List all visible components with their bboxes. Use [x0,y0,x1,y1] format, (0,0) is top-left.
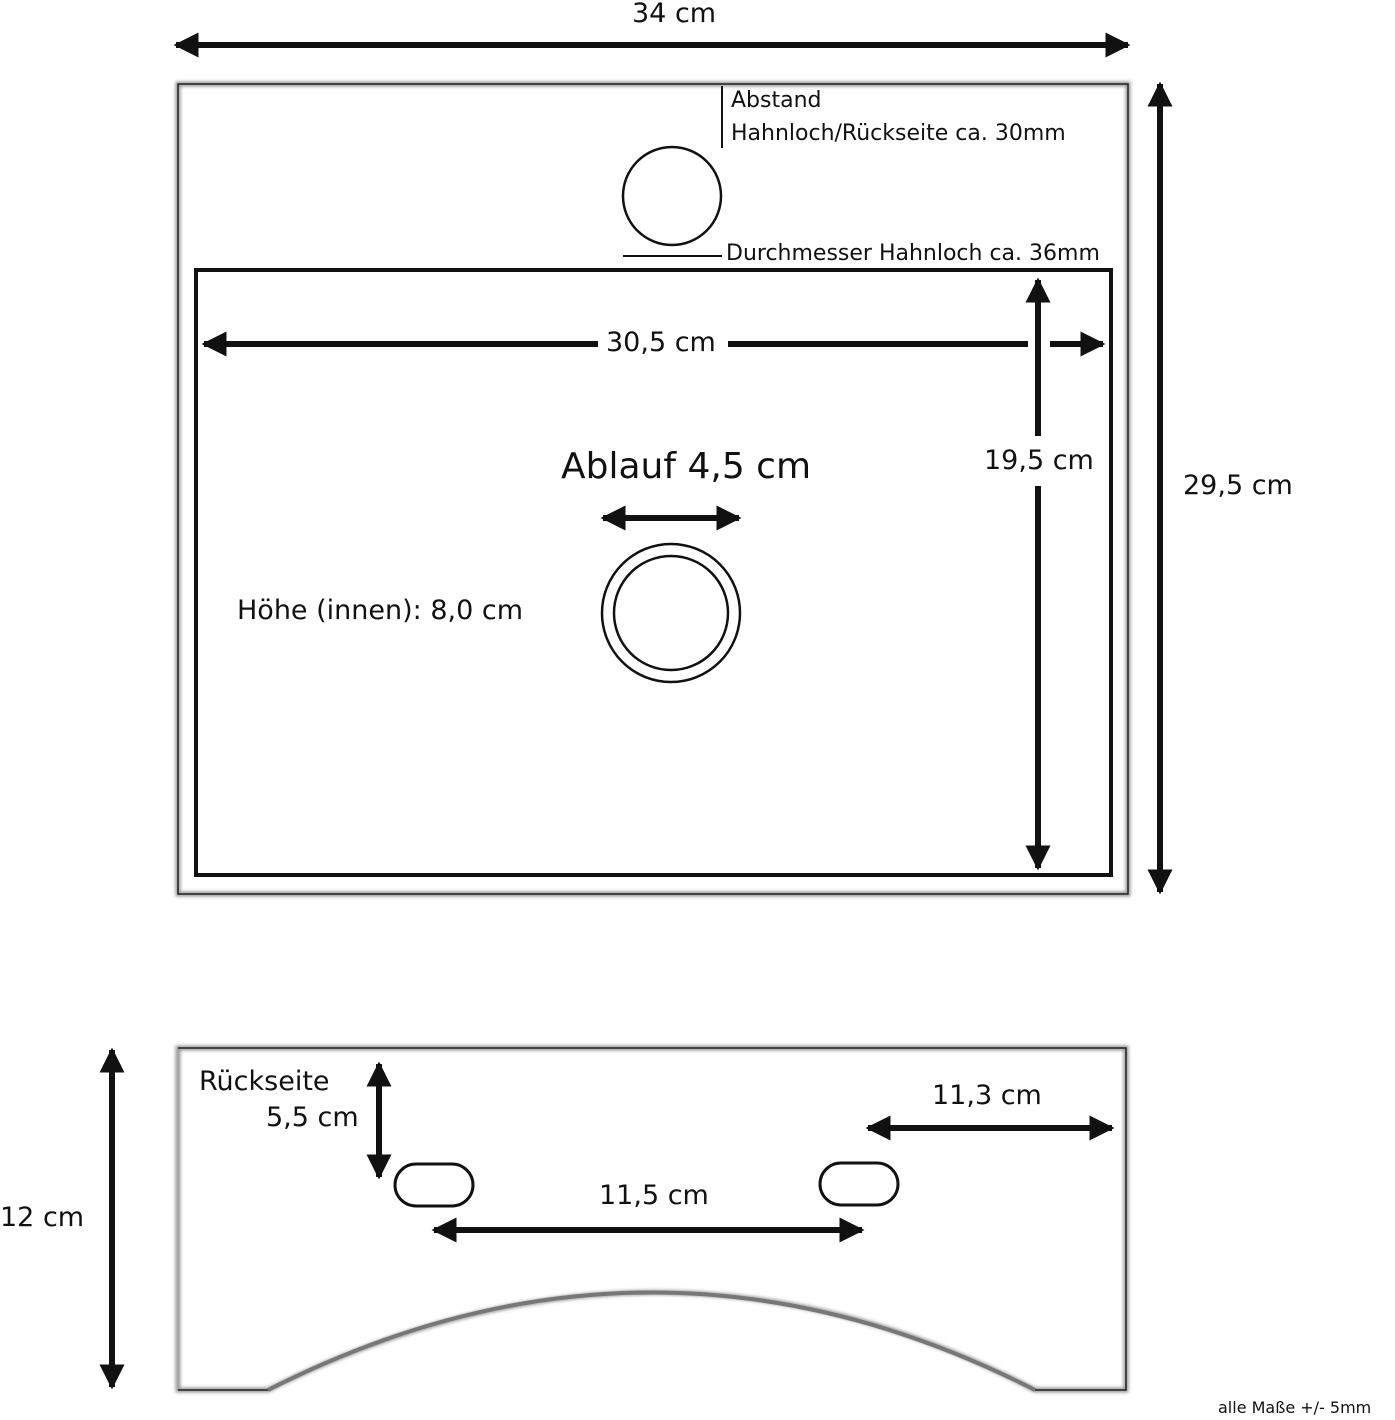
tap-hole [621,145,723,247]
tap-distance-label-line2: Hahnloch/Rückseite ca. 30mm [731,121,1066,146]
inner-bowl-outline [194,268,1113,877]
basin-outer-edge [177,83,1129,895]
width-total-label: 34 cm [632,0,717,29]
back-view-title: Rückseite [199,1066,330,1097]
edge-distance-label: 11,3 cm [932,1080,1042,1111]
inner-depth-label: 19,5 cm [984,445,1094,476]
depth-total-label: 29,5 cm [1183,470,1293,501]
inner-height-label: Höhe (innen): 8,0 cm [237,595,523,626]
tolerance-note: alle Maße +/- 5mm [1218,1398,1372,1417]
hole-height-label: 5,5 cm [266,1102,359,1133]
tap-diameter-label: Durchmesser Hahnloch ca. 36mm [726,241,1100,266]
drain-inner-ring [612,554,730,672]
mounting-hole-left [393,1162,475,1208]
back-panel-arch [267,1290,1036,1392]
hole-spacing-label: 11,5 cm [599,1180,709,1211]
tap-distance-label-line1: Abstand [731,88,822,113]
basin-outer-outline [175,81,1131,897]
back-view [99,1045,1129,1393]
inner-width-label: 30,5 cm [606,327,716,358]
top-view [173,32,1173,897]
mounting-hole-right [818,1161,900,1207]
drain-label: Ablauf 4,5 cm [561,446,812,487]
back-height-label: 12 cm [0,1202,85,1233]
drain-outer-ring [600,542,742,684]
back-panel-outline [178,1047,1127,1391]
